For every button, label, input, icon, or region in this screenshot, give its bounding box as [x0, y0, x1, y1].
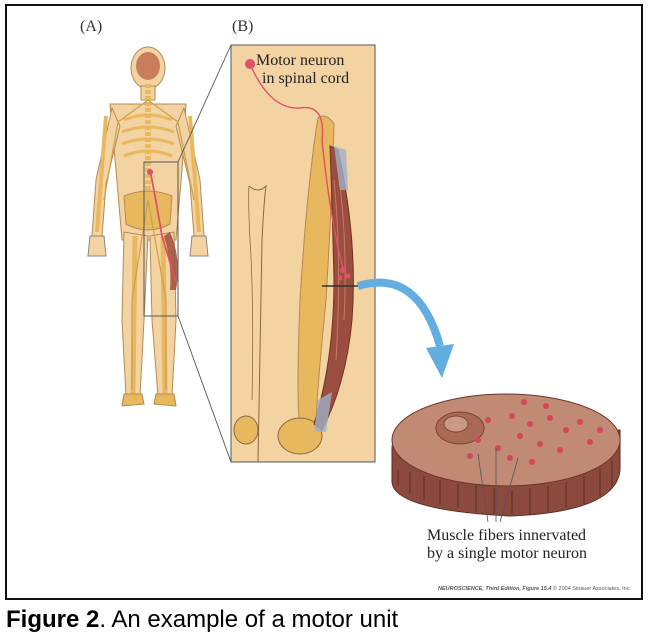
human-body-figure — [88, 45, 231, 462]
callout-line: by a single motor neuron — [427, 545, 587, 563]
motor-neuron-callout: Motor neuron in spinal cord — [262, 52, 349, 88]
callout-line: Muscle fibers innervated — [427, 527, 587, 545]
callout-line: in spinal cord — [262, 70, 349, 88]
credit-publisher: © 2004 Sinauer Associates, Inc. — [553, 586, 631, 592]
caption-text: . An example of a motor unit — [99, 606, 398, 633]
muscle-cross-section — [392, 394, 620, 522]
panel-b-label: (B) — [232, 18, 253, 36]
credit-book: NEUROSCIENCE, Third Edition, Figure 15.4 — [438, 586, 551, 592]
leg-panel — [231, 45, 375, 462]
callout-line: Motor neuron — [256, 52, 349, 70]
panel-a-label: (A) — [80, 18, 102, 36]
caption-figure-number: Figure 2 — [6, 606, 99, 633]
brain-shape — [136, 52, 160, 80]
figure-caption: Figure 2. An example of a motor unit — [6, 606, 398, 634]
motor-neuron-cell-body — [245, 59, 255, 69]
figure-credit: NEUROSCIENCE, Third Edition, Figure 15.4… — [438, 586, 631, 592]
muscle-fibers-callout: Muscle fibers innervated by a single mot… — [427, 527, 587, 563]
